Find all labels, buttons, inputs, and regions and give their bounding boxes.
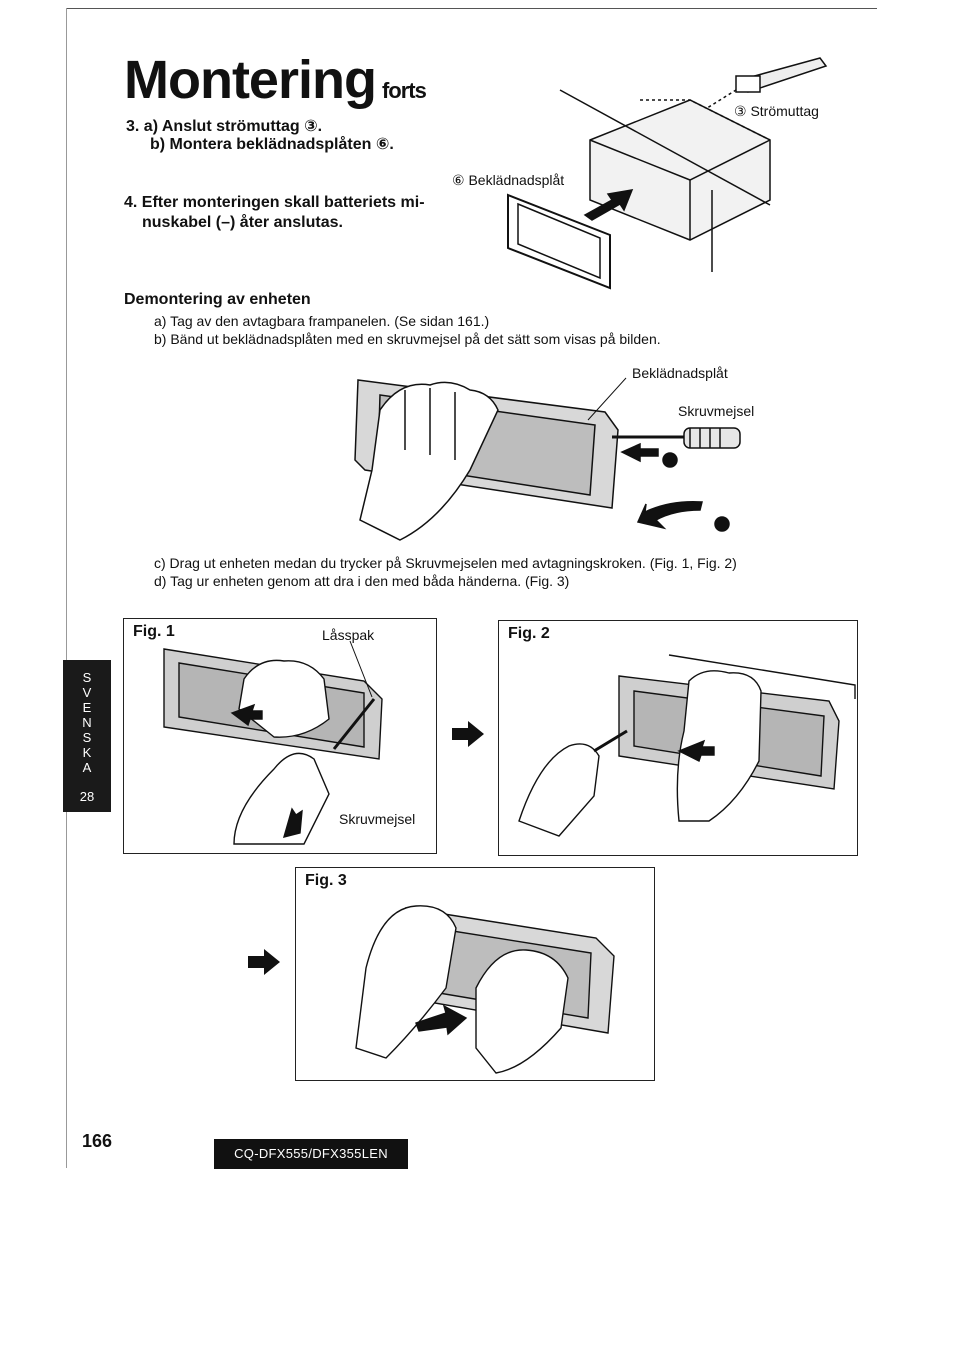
label-trim-plate-removal: Beklädnadsplåt [632, 365, 728, 381]
language-side-tab: S V E N S K A 28 [63, 660, 111, 812]
removal-step-b: b) Bänd ut beklädnadsplåten med en skruv… [154, 331, 661, 347]
arrow-right-icon [452, 721, 484, 747]
step-3b: b) Montera beklädnadsplåten ⑥. [150, 136, 394, 153]
figure-2-drawing [518, 654, 856, 837]
figure-1: Fig. 1 Låsspak Skruvmejsel [123, 618, 437, 854]
side-tab-letter: S [82, 730, 92, 745]
label-screwdriver: Skruvmejsel [678, 403, 755, 419]
side-tab-letter: E [82, 700, 92, 715]
side-tab-letter: K [82, 745, 92, 760]
step-3a: 3. a) Anslut strömuttag ③. [126, 118, 323, 135]
arrow-right-icon [248, 949, 280, 975]
top-rule [67, 8, 877, 9]
left-margin-rule [66, 8, 67, 1168]
figure-1-drawing [163, 640, 383, 845]
title-sub-text: forts [381, 78, 427, 103]
model-number-bar: CQ-DFX555/DFX355LEN [214, 1139, 408, 1169]
side-tab-letter: S [82, 670, 92, 685]
side-tab-letter: V [82, 685, 92, 700]
removal-step-c: c) Drag ut enheten medan du trycker på S… [154, 555, 737, 571]
step-4-line2: nuskabel (–) åter anslutas. [142, 214, 343, 231]
step-4-line1: 4. Efter monteringen skall batteriets mi… [124, 194, 425, 211]
figure-2: Fig. 2 [498, 620, 858, 856]
label-lock-lever: Låsspak [322, 627, 375, 643]
page-number: 166 [82, 1131, 113, 1151]
figure-1-title: Fig. 1 [133, 623, 175, 640]
title-main-text: Montering [124, 50, 377, 110]
figure-2-title: Fig. 2 [508, 625, 550, 642]
installation-diagram [507, 57, 828, 290]
side-tab-letter: N [82, 715, 92, 730]
side-tab-page: 28 [79, 789, 95, 804]
side-tab-letter: A [82, 760, 92, 775]
figure-3-title: Fig. 3 [305, 872, 347, 889]
removal-step-a: a) Tag av den avtagbara frampanelen. (Se… [154, 313, 490, 329]
removal-step-d: d) Tag ur enheten genom att dra i den me… [154, 573, 570, 589]
figure-3-drawing [355, 905, 615, 1074]
removal-illustration [354, 377, 741, 541]
removal-heading: Demontering av enheten [124, 291, 311, 308]
figure-3: Fig. 3 [295, 867, 655, 1081]
label-trim-plate: ⑥ Beklädnadsplåt [452, 172, 565, 188]
label-screwdriver-fig1: Skruvmejsel [339, 811, 416, 827]
label-power-connector: ③ Strömuttag [734, 103, 819, 119]
